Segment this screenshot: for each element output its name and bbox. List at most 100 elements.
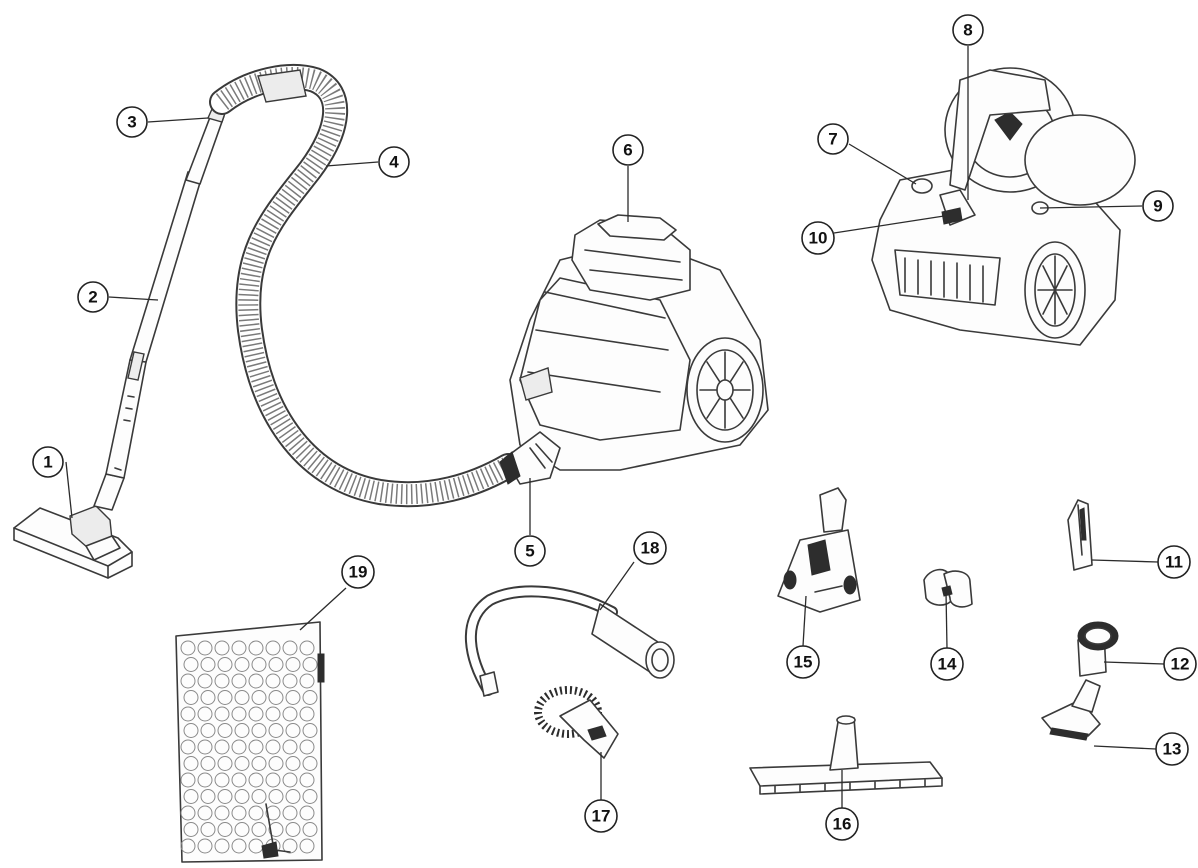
bag-mesh-cell xyxy=(183,690,199,705)
bag-mesh-cell xyxy=(180,673,196,689)
turbo-brush xyxy=(777,487,861,613)
bag-mesh-cell xyxy=(231,739,247,755)
svg-text:4: 4 xyxy=(389,153,399,172)
flexible-hose xyxy=(209,63,521,508)
svg-text:5: 5 xyxy=(525,542,534,561)
bag-mesh-cell xyxy=(214,673,230,689)
svg-text:9: 9 xyxy=(1153,197,1162,216)
bag-mesh-cell xyxy=(285,756,301,771)
bag-mesh-cell xyxy=(183,723,199,738)
bag-mesh-cell xyxy=(200,690,216,705)
bag-mesh-cell xyxy=(183,822,199,837)
floor-brush xyxy=(13,505,133,579)
bag-mesh-cell xyxy=(282,772,298,788)
bag-mesh-cell xyxy=(268,756,284,771)
bag-mesh-cell xyxy=(248,673,264,689)
svg-text:11: 11 xyxy=(1165,553,1183,572)
vacuum-open-view xyxy=(871,67,1136,346)
bag-mesh-cell xyxy=(214,838,230,854)
bag-mesh-cell xyxy=(268,789,284,804)
upholstery-nozzle xyxy=(1041,679,1101,741)
dusting-brush xyxy=(534,686,619,759)
bag-mesh-cell xyxy=(251,789,267,804)
leader-lines xyxy=(65,46,1165,808)
bag-mesh-cell xyxy=(217,723,233,738)
callout-10: 10 xyxy=(801,221,835,255)
callout-labels: 1 2 3 4 5 6 7 8 9 10 11 12 13 14 15 16 1… xyxy=(32,14,1197,841)
callout-13: 13 xyxy=(1155,732,1189,766)
parquet-brush xyxy=(749,715,943,795)
crevice-tool xyxy=(1067,499,1093,571)
bag-mesh-cell xyxy=(302,789,318,804)
bag-mesh-cell xyxy=(299,838,315,854)
bag-mesh-cell xyxy=(217,756,233,771)
bag-mesh-cell xyxy=(285,657,301,672)
svg-text:17: 17 xyxy=(592,807,611,826)
bag-mesh-cell xyxy=(200,723,216,738)
callout-14: 14 xyxy=(930,647,964,681)
svg-text:10: 10 xyxy=(809,229,828,248)
bag-mesh-cell xyxy=(282,838,298,854)
bag-mesh-cell xyxy=(234,789,250,804)
bag-mesh-cell xyxy=(248,640,264,656)
callout-3: 3 xyxy=(116,106,148,138)
bag-mesh-cell xyxy=(282,706,298,722)
callout-7: 7 xyxy=(817,123,849,155)
flexible-crevice xyxy=(464,585,675,697)
svg-text:8: 8 xyxy=(963,21,972,40)
vacuum-body xyxy=(499,214,769,485)
bag-mesh-cell xyxy=(197,772,213,788)
bag-mesh-cell xyxy=(180,640,196,656)
bag-mesh-cell xyxy=(180,772,196,788)
svg-text:7: 7 xyxy=(828,130,837,149)
bag-mesh-cell xyxy=(231,772,247,788)
bag-mesh-cell xyxy=(180,706,196,722)
bag-mesh-cell xyxy=(282,805,298,821)
bag-mesh-cell xyxy=(265,706,281,722)
bag-mesh-cell xyxy=(248,772,264,788)
svg-text:18: 18 xyxy=(641,539,660,558)
bag-mesh-cell xyxy=(180,739,196,755)
hose-adaptor xyxy=(1077,621,1119,677)
bag-mesh-cell xyxy=(200,657,216,672)
bag-mesh-cell xyxy=(180,838,196,854)
bag-mesh-cell xyxy=(265,640,281,656)
svg-text:1: 1 xyxy=(43,453,52,472)
bag-mesh-cell xyxy=(299,805,315,821)
bag-mesh-cell xyxy=(180,805,196,821)
bag-mesh-cell xyxy=(302,657,318,672)
bag-mesh-cell xyxy=(231,640,247,656)
bag-mesh-cell xyxy=(214,805,230,821)
bag-mesh-cell xyxy=(183,657,199,672)
bag-mesh-cell xyxy=(197,706,213,722)
svg-text:13: 13 xyxy=(1163,740,1182,759)
bag-mesh-cell xyxy=(248,739,264,755)
bag-mesh-cell xyxy=(251,723,267,738)
bag-mesh-cell xyxy=(268,822,284,837)
bag-mesh-cell xyxy=(200,789,216,804)
bag-mesh-cell xyxy=(265,739,281,755)
bag-mesh-cell xyxy=(251,822,267,837)
bag-mesh-cell xyxy=(217,822,233,837)
bag-mesh-cell xyxy=(183,756,199,771)
svg-text:14: 14 xyxy=(938,655,957,674)
tube-clip xyxy=(923,568,973,608)
callout-2: 2 xyxy=(77,281,109,313)
bag-mesh-cell xyxy=(268,723,284,738)
bag-mesh-cell xyxy=(231,673,247,689)
bag-mesh-cell xyxy=(200,822,216,837)
bag-mesh-cell xyxy=(231,805,247,821)
callout-18: 18 xyxy=(633,531,667,565)
bag-mesh-cell xyxy=(302,756,318,771)
bag-mesh-cell xyxy=(214,772,230,788)
bag-mesh-cell xyxy=(282,739,298,755)
svg-text:6: 6 xyxy=(623,141,632,160)
bag-mesh-cell xyxy=(265,772,281,788)
bag-mesh-cell xyxy=(285,690,301,705)
bag-mesh-cell xyxy=(299,673,315,689)
bag-mesh-cell xyxy=(299,640,315,656)
bag-mesh-cell xyxy=(234,690,250,705)
svg-text:12: 12 xyxy=(1171,655,1190,674)
bag-mesh-cell xyxy=(268,690,284,705)
bag-mesh-cell xyxy=(214,640,230,656)
